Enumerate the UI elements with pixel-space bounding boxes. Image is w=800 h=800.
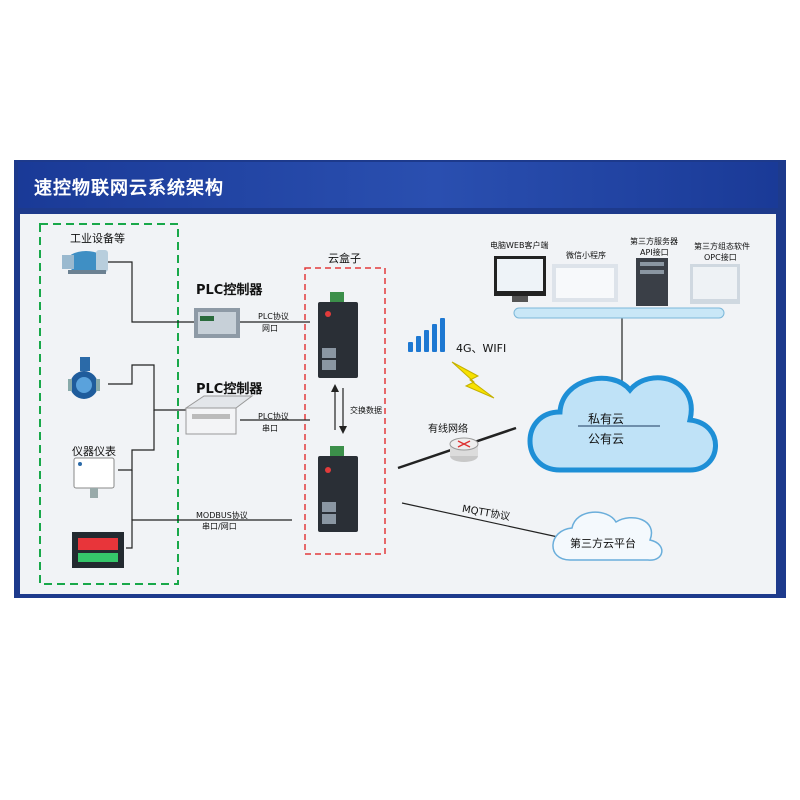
plc2-protocol: PLC协议	[258, 412, 289, 421]
opc-software-icon	[690, 264, 740, 304]
private-public-cloud-icon	[527, 375, 718, 473]
router-icon	[449, 437, 479, 462]
wireless-label: 4G、WIFI	[456, 342, 507, 355]
plc2-port: 串口	[262, 424, 278, 433]
client-server-label: 第三方服务器	[630, 237, 678, 246]
wired-label: 有线网络	[428, 424, 468, 435]
third-party-cloud-label: 第三方云平台	[570, 537, 636, 550]
plc2-icon	[184, 395, 254, 435]
private-cloud-label: 私有云	[588, 412, 625, 426]
cloud-box-group	[304, 267, 386, 555]
plc1-name: PLC控制器	[196, 283, 263, 298]
pump-icon	[62, 250, 108, 274]
modbus-protocol: MODBUS协议	[196, 511, 248, 520]
client-miniprogram-label: 微信小程序	[566, 251, 606, 260]
title-bar: 速控物联网云系统架构	[18, 162, 778, 208]
modbus-port: 串口/网口	[202, 522, 237, 531]
page-title: 速控物联网云系统架构	[34, 178, 224, 199]
third-party-cloud-icon	[552, 511, 663, 561]
plc1-protocol: PLC协议	[258, 312, 289, 321]
client-opc-software-label: 第三方组态软件	[694, 242, 750, 251]
plc1-icon	[194, 308, 240, 338]
sensor-icon	[73, 457, 115, 498]
meter-icon	[72, 532, 124, 568]
plc2-name: PLC控制器	[196, 382, 263, 397]
device-group-box	[39, 223, 179, 585]
instrument-group-label: 仪器仪表	[72, 445, 116, 458]
plc1-port: 网口	[262, 324, 278, 333]
cloud-box-device-top	[318, 292, 358, 378]
client-web-label: 电脑WEB客户端	[490, 241, 549, 250]
public-cloud-label: 公有云	[588, 432, 625, 446]
signal-bars-icon	[408, 318, 445, 352]
exchange-data-label: 交换数据	[350, 406, 382, 415]
cloud-box-device-bottom	[318, 446, 358, 532]
client-api-label: API接口	[640, 248, 669, 257]
industrial-group-label: 工业设备等	[70, 232, 125, 245]
client-bus	[513, 307, 725, 319]
web-client-icon	[494, 256, 546, 302]
mini-program-icon	[552, 264, 618, 302]
client-opc-label: OPC接口	[704, 253, 737, 262]
server-icon	[636, 258, 668, 306]
flowmeter-icon	[68, 357, 100, 399]
lightning-icon	[451, 361, 495, 399]
cloud-box-label: 云盒子	[328, 252, 361, 265]
